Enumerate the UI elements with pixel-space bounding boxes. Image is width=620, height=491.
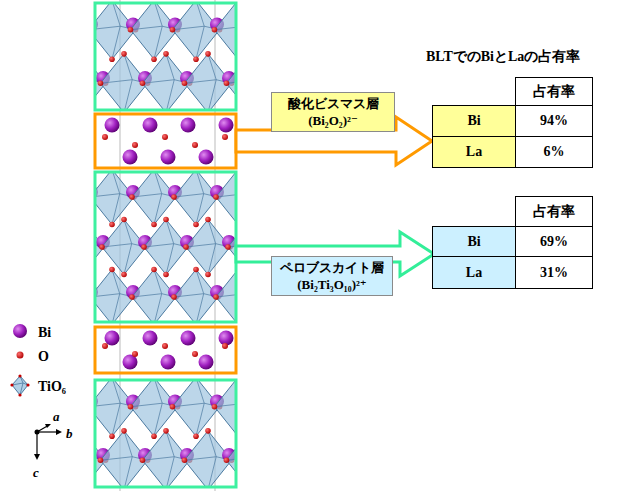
table-row-label: Bi xyxy=(467,113,480,129)
legend-entry: TiO₆ xyxy=(38,377,66,395)
table-cell: 占有率 xyxy=(515,196,593,227)
table-cell: 94% xyxy=(515,105,593,137)
table-header: 占有率 xyxy=(533,203,575,221)
table-row-label: Bi xyxy=(467,234,480,250)
table-cell: 占有率 xyxy=(515,77,593,106)
callout-box: ペロブスカイト層(Bi₂Ti₃O₁₀)²⁺ xyxy=(271,256,393,296)
legend-entry: Bi xyxy=(38,323,51,341)
layer-formula: (Bi₂O₂)²⁻ xyxy=(278,112,388,129)
legend-label: Bi xyxy=(38,325,51,340)
layer-name: ペロブスカイト層 xyxy=(278,259,386,276)
table-cell: Bi xyxy=(432,105,516,137)
table-value: 94% xyxy=(540,113,568,129)
axis-label: a xyxy=(53,409,60,424)
o-legend-symbol xyxy=(17,352,24,359)
callout-box: 酸化ビスマス層(Bi₂O₂)²⁻ xyxy=(271,92,395,132)
table-value: 31% xyxy=(540,265,568,281)
legend-entry: O xyxy=(38,347,49,365)
axis-label: c xyxy=(33,465,39,480)
table-value: 6% xyxy=(544,144,565,160)
bi-legend-symbol xyxy=(13,324,27,338)
table-cell: 6% xyxy=(515,136,593,168)
layer-name: 酸化ビスマス層 xyxy=(278,95,388,112)
axis-label-holder: a xyxy=(53,407,60,425)
table-header: 占有率 xyxy=(533,83,575,101)
table-value: 69% xyxy=(540,234,568,250)
title: BLTでのBiとLaの占有率 xyxy=(426,48,580,66)
table-cell: La xyxy=(432,136,516,168)
axes-symbol xyxy=(34,424,62,460)
table-row-label: La xyxy=(466,144,482,160)
layer-formula: (Bi₂Ti₃O₁₀)²⁺ xyxy=(278,276,386,293)
axis-label-holder: c xyxy=(33,463,39,481)
table-cell: 31% xyxy=(515,256,593,289)
legend-label: O xyxy=(38,349,49,364)
table-cell: Bi xyxy=(432,226,516,257)
table-cell: La xyxy=(432,256,516,289)
layer-frames xyxy=(95,3,236,487)
tio6-legend-symbol xyxy=(10,374,29,396)
axis-label-holder: b xyxy=(66,424,73,442)
table-row-label: La xyxy=(466,265,482,281)
table-cell: 69% xyxy=(515,226,593,257)
green-block-arrow xyxy=(236,232,434,276)
legend-label: TiO₆ xyxy=(38,379,66,394)
axis-label: b xyxy=(66,426,73,441)
